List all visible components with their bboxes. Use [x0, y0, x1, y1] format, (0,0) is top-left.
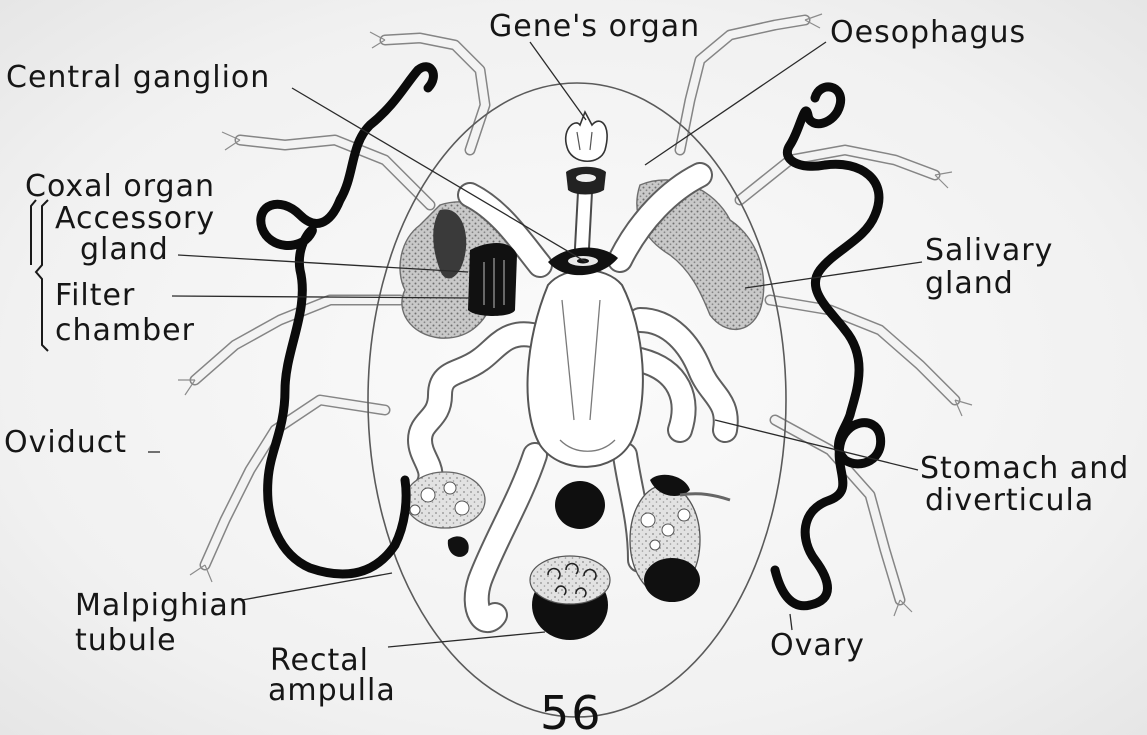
figure-number: 56	[540, 686, 603, 735]
ovary-left	[405, 472, 485, 557]
coxal-organ-bracket	[31, 200, 48, 351]
label-rectal-ampulla-line2: ampulla	[268, 673, 396, 708]
label-coxal-organ: Coxal organ	[25, 169, 215, 204]
label-filter-chamber-line2: chamber	[55, 313, 195, 348]
label-filter-chamber-line1: Filter	[55, 278, 135, 313]
filter-chamber	[468, 243, 517, 316]
label-oesophagus: Oesophagus	[830, 15, 1026, 50]
label-oviduct: Oviduct	[4, 425, 127, 460]
rectal-ampulla	[530, 481, 610, 640]
label-accessory-gland-line1: Accessory	[55, 201, 215, 236]
label-malpighian-line1: Malpighian	[75, 588, 249, 623]
label-central-ganglion: Central ganglion	[6, 60, 270, 95]
label-accessory-gland-line2: gland	[80, 232, 169, 267]
genes-organ	[566, 112, 607, 195]
ovary	[630, 475, 730, 602]
label-genes-organ: Gene's organ	[489, 9, 700, 44]
label-stomach-line1: Stomach and	[920, 451, 1129, 486]
central-ganglion	[548, 247, 618, 275]
label-ovary: Ovary	[770, 628, 865, 663]
malpighian-tubule-right	[775, 87, 881, 606]
label-salivary-gland-line2: gland	[925, 266, 1014, 301]
oesophagus-tube	[582, 192, 585, 248]
label-stomach-line2: diverticula	[925, 483, 1094, 518]
label-malpighian-line2: tubule	[75, 623, 177, 658]
label-salivary-gland-line1: Salivary	[925, 233, 1053, 268]
